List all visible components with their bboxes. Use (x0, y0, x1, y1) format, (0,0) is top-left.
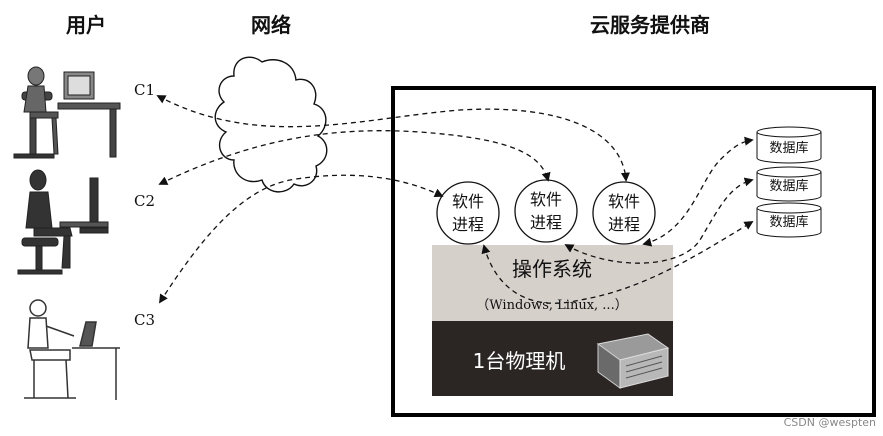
user-figure-3 (24, 299, 120, 400)
server-icon (596, 333, 670, 389)
software-process-3: 软件 进程 (592, 181, 656, 245)
physical-machine-label: 1台物理机 (473, 349, 566, 373)
client-label-c3: C3 (134, 311, 155, 329)
process-2-line1: 软件 (530, 190, 562, 209)
client-label-c1: C1 (134, 81, 155, 99)
software-process-2: 软件 进程 (514, 179, 578, 243)
connection-c2-process2 (158, 130, 551, 185)
connection-process3-db1 (642, 136, 754, 247)
database-2-label: 数据库 (769, 178, 808, 194)
cloud-provider-header: 云服务提供商 (590, 13, 710, 37)
software-process-1: 软件 进程 (436, 181, 500, 245)
process-3-line2: 进程 (608, 215, 640, 234)
database-3: 数据库 (756, 202, 822, 238)
os-examples: （Windows, Linux, ...） (476, 298, 627, 313)
connection-c1-process3 (156, 95, 630, 182)
watermark-text: CSDN @wespten (784, 416, 876, 429)
network-header: 网络 (251, 13, 291, 37)
network-cloud-shape (214, 56, 328, 193)
database-1-label: 数据库 (769, 140, 808, 156)
process-2-line2: 进程 (530, 213, 562, 232)
process-3-line1: 软件 (608, 192, 640, 211)
process-1-line1: 软件 (452, 192, 484, 211)
database-3-label: 数据库 (769, 214, 808, 230)
connection-process1-db3 (481, 221, 754, 304)
os-title: 操作系统 (512, 257, 592, 281)
process-1-line2: 进程 (452, 215, 484, 234)
database-1: 数据库 (756, 126, 822, 164)
users-header: 用户 (66, 13, 106, 37)
client-label-c2: C2 (134, 192, 155, 210)
user-figure-2 (17, 169, 109, 275)
connection-c3-process1 (159, 174, 444, 304)
database-2: 数据库 (756, 166, 822, 202)
user-figure-1 (13, 66, 121, 159)
os-layer (432, 245, 673, 321)
